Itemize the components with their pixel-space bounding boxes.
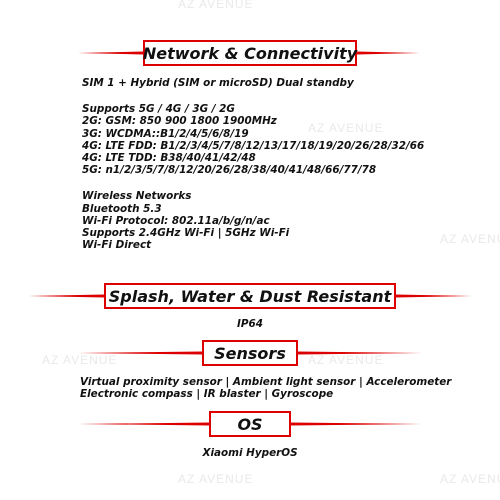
header-decoration — [78, 51, 420, 55]
resistance-section-header: Splash, Water & Dust Resistant — [0, 283, 500, 311]
sensor-line: Electronic compass | IR blaster | Gyrosc… — [80, 388, 334, 401]
resistance-section-title: Splash, Water & Dust Resistant — [104, 283, 396, 309]
header-decoration — [78, 351, 422, 355]
network-section-header: Network & Connectivity — [0, 40, 500, 68]
wireless-line: Wireless Networks — [82, 190, 192, 203]
sim-line: SIM 1 + Hybrid (SIM or microSD) Dual sta… — [82, 77, 354, 89]
wireless-line: Supports 2.4GHz Wi-Fi | 5GHz Wi-Fi — [82, 227, 290, 240]
wireless-line: Wi-Fi Protocol: 802.11a/b/g/n/ac — [82, 214, 270, 227]
network-line: Supports 5G / 4G / 3G / 2G — [82, 103, 235, 116]
sensors-section-title: Sensors — [202, 340, 298, 366]
wireless-line: Wi-Fi Direct — [82, 239, 152, 252]
header-decoration — [28, 294, 472, 298]
os-section-header: OS — [0, 411, 500, 439]
ip-rating: IP64 — [237, 318, 263, 330]
watermark-text: AZ AVENUE — [42, 353, 118, 367]
sensors-section-header: Sensors — [0, 340, 500, 368]
network-line: 2G: GSM: 850 900 1800 1900MHz — [82, 115, 277, 128]
watermark-text: AZ AVENUE — [440, 472, 500, 486]
os-section-title: OS — [209, 411, 291, 437]
network-line: 4G: LTE FDD: B1/2/3/4/5/7/8/12/13/17/18/… — [82, 139, 425, 152]
header-decoration — [78, 422, 422, 426]
watermark-text: AZ AVENUE — [308, 353, 384, 367]
sensors-details: Virtual proximity sensor | Ambient light… — [80, 376, 451, 400]
watermark-text: AZ AVENUE — [178, 472, 254, 486]
network-line: 4G: LTE TDD: B38/40/41/42/48 — [82, 152, 256, 165]
network-details: SIM 1 + Hybrid (SIM or microSD) Dual sta… — [82, 77, 424, 251]
network-line: 5G: n1/2/3/5/7/8/12/20/26/28/38/40/41/48… — [82, 164, 377, 177]
watermark-text: AZ AVENUE — [440, 232, 500, 246]
os-value: Xiaomi HyperOS — [202, 447, 298, 459]
network-section-title: Network & Connectivity — [143, 40, 357, 66]
sensor-line: Virtual proximity sensor | Ambient light… — [80, 376, 452, 388]
wireless-line: Bluetooth 5.3 — [82, 202, 162, 215]
network-line: 3G: WCDMA::B1/2/4/5/6/8/19 — [82, 127, 249, 140]
watermark-text: AZ AVENUE — [308, 121, 384, 135]
watermark-text: AZ AVENUE — [178, 0, 254, 11]
